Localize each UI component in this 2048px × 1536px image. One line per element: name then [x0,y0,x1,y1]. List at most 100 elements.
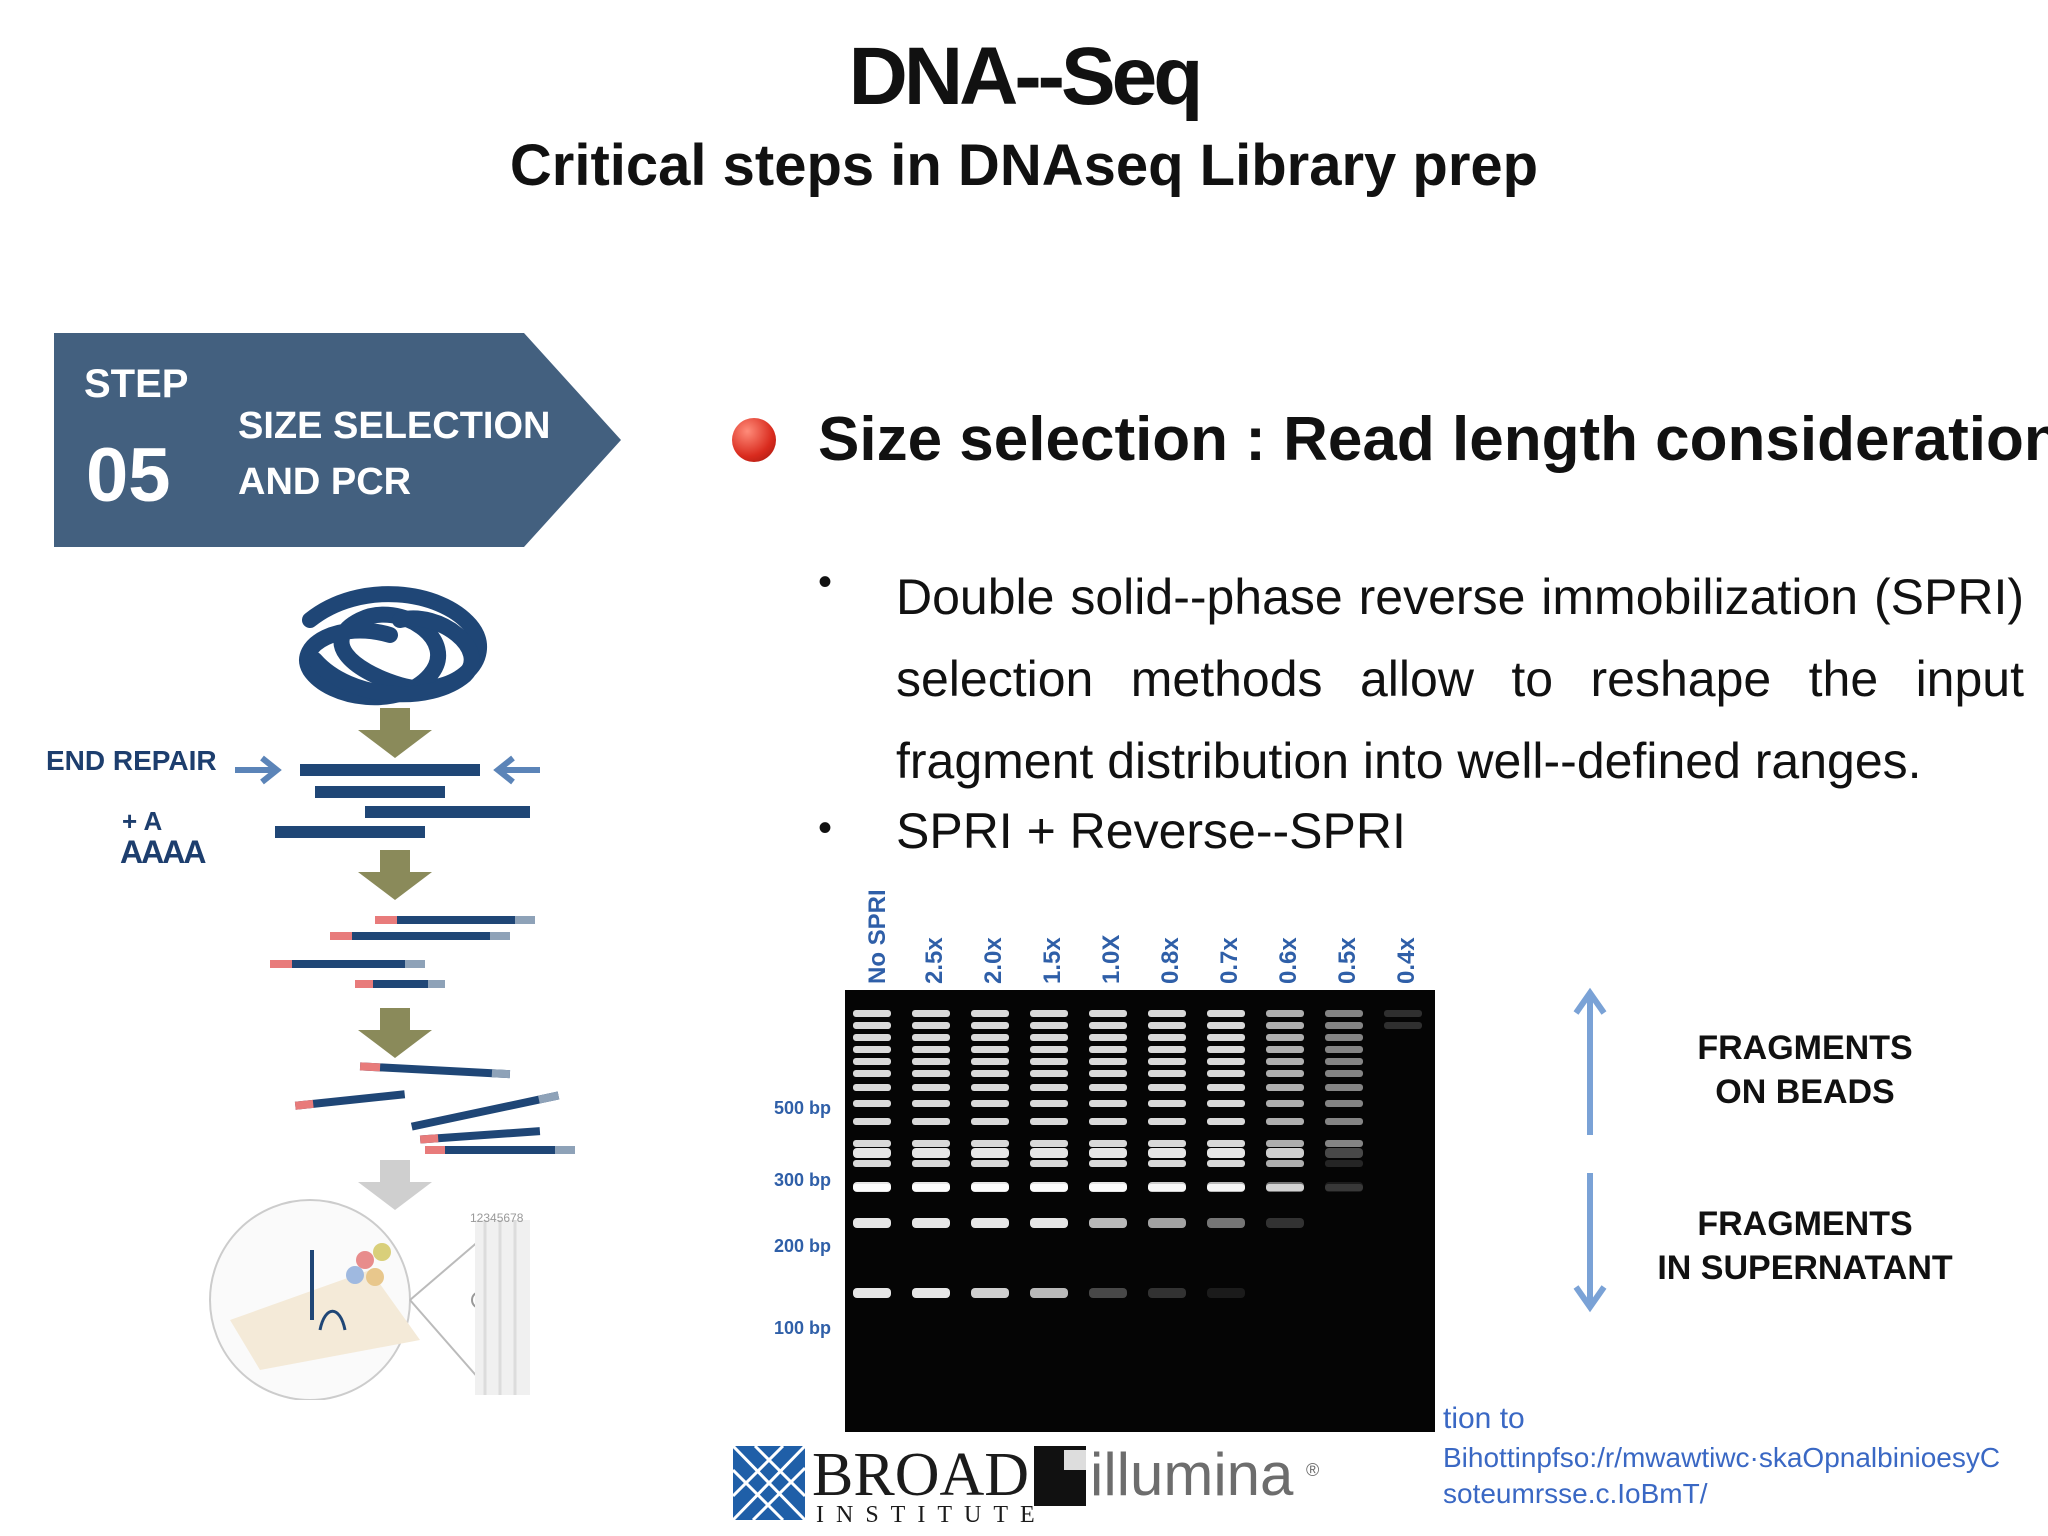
gel-band [1030,1046,1068,1053]
broad-logo-icon [733,1446,805,1520]
gel-band [1207,1034,1245,1041]
gel-band [1207,1140,1245,1147]
gel-band [1266,1010,1304,1017]
gel-band [1207,1218,1245,1228]
gel-band [1030,1058,1068,1065]
gel-band [1148,1046,1186,1053]
gel-band [1089,1084,1127,1091]
gel-band [853,1288,891,1298]
gel-band [1030,1140,1068,1147]
gel-band [1148,1070,1186,1077]
gel-band [912,1034,950,1041]
gel-band [1148,1010,1186,1017]
gel-band [853,1034,891,1041]
down-arrow-icon-faded [358,1160,432,1210]
bullet-marker: • [818,806,833,850]
gel-band [853,1010,891,1017]
gel-band [912,1148,950,1158]
gel-band [853,1160,891,1167]
gel-band [1325,1084,1363,1091]
gel-band [853,1218,891,1228]
gel-band [1266,1118,1304,1125]
gel-band [853,1182,891,1192]
down-arrow-icon [1573,1173,1607,1313]
gel-band [1030,1022,1068,1029]
gel-band [971,1058,1009,1065]
gel-band [971,1084,1009,1091]
gel-band [1148,1218,1186,1228]
gel-band [1089,1010,1127,1017]
gel-band [1325,1010,1363,1017]
gel-band [1266,1140,1304,1147]
gel-band [1148,1148,1186,1158]
gel-band [1266,1218,1304,1228]
gel-band [1030,1084,1068,1091]
beads-line1: FRAGMENTS [1697,1029,1913,1067]
gel-band [1030,1100,1068,1107]
gel-band [1089,1218,1127,1228]
gel-band [971,1100,1009,1107]
registered-mark: ® [1306,1460,1320,1480]
lane-label: 2.0x [980,937,1007,984]
gel-band [853,1118,891,1125]
gel-band [1266,1160,1304,1167]
gel-band [1266,1070,1304,1077]
bullet-marker: • [818,560,833,604]
gel-band [1384,1022,1422,1029]
a-tail-letters: AAAA [120,834,206,870]
gel-band [912,1100,950,1107]
gel-band [912,1070,950,1077]
gel-band [1207,1182,1245,1192]
fragments-on-beads-label: FRAGMENTS ON BEADS [1640,1026,1970,1114]
gel-band [1148,1084,1186,1091]
gel-band [971,1148,1009,1158]
adapter-fragments [270,916,535,988]
plate-numbers: 12345678 [470,1211,524,1225]
gel-band [1148,1160,1186,1167]
broad-institute-text: INSTITUTE [816,1502,1047,1528]
gel-band [1207,1046,1245,1053]
gel-band [1207,1148,1245,1158]
gel-band [971,1046,1009,1053]
bullet-text-1: Double solid--phase reverse immobilizati… [896,569,2024,789]
gel-band [912,1084,950,1091]
gel-band [912,1058,950,1065]
gel-band [1325,1034,1363,1041]
red-bullet-icon [732,418,776,462]
gel-image [845,990,1435,1432]
gel-band [1148,1288,1186,1298]
credit-text-1: tion to [1443,1402,1525,1435]
credit-text-2: Bihottinpfso:/r/mwawtiwc·skaOpnalbinioes… [1443,1442,2001,1473]
amplified-fragments [294,1062,575,1154]
size-marker: 300 bp [774,1170,832,1190]
lane-label: 1.5x [1039,937,1066,984]
lane-label: 2.5x [921,937,948,984]
gel-band [853,1046,891,1053]
size-marker: 200 bp [774,1236,832,1256]
gel-band [971,1034,1009,1041]
gel-band [1148,1022,1186,1029]
gel-band [912,1118,950,1125]
gel-band [1148,1058,1186,1065]
gel-band [1148,1118,1186,1125]
gel-band [1207,1022,1245,1029]
gel-band [1325,1160,1363,1167]
a-tail-plus-label: + A [122,806,163,836]
dna-fragments [275,764,530,838]
lane-label: 0.8x [1157,937,1184,984]
gel-band [853,1084,891,1091]
gel-band [1266,1100,1304,1107]
gel-band [1089,1034,1127,1041]
lane-label: 0.7x [1216,937,1243,984]
gel-band [1266,1148,1304,1158]
gel-band [1207,1118,1245,1125]
gel-band [971,1010,1009,1017]
gel-band [1089,1182,1127,1192]
credit-text-3: soteumrsse.c.IoBmT/ [1443,1478,1708,1509]
gel-band [912,1218,950,1228]
lane-label: No SPRI [864,889,891,984]
end-repair-arrows [235,755,540,785]
lane-label: 1.0X [1098,934,1125,984]
gel-band [1030,1218,1068,1228]
lane-label: 0.5x [1334,937,1361,984]
